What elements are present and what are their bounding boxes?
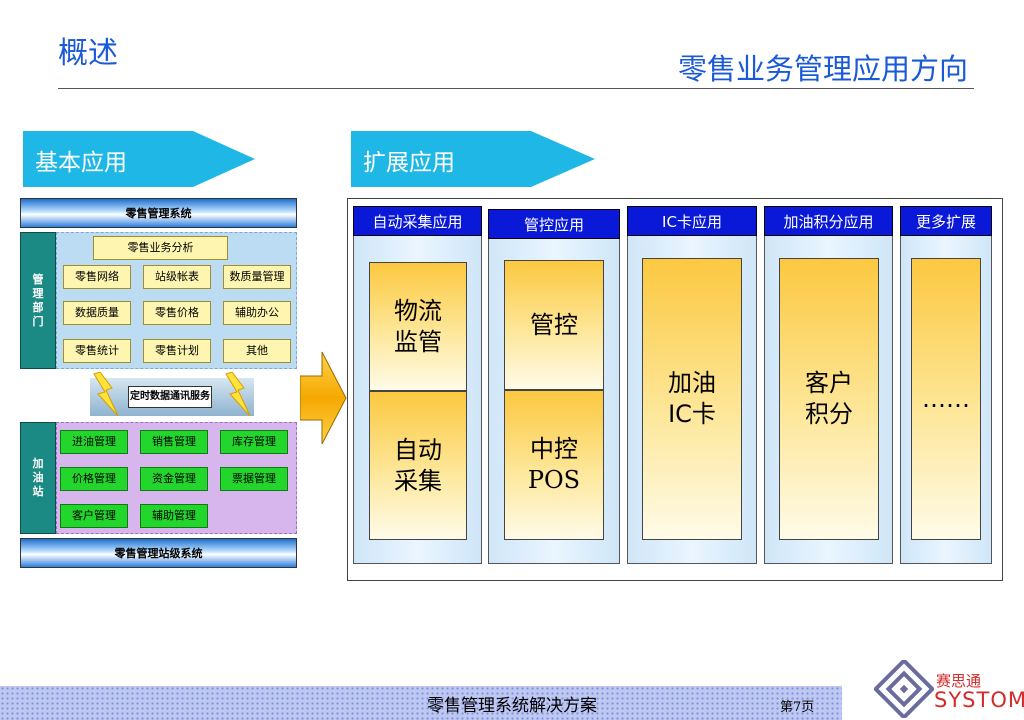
logo-name-en: SYSTOM — [934, 688, 1024, 712]
station-label: 加 油 站 — [32, 457, 44, 498]
station-item: 票据管理 — [220, 467, 288, 491]
mgmt-item: 零售网络 — [63, 265, 131, 289]
mgmt-item: 数质量管理 — [223, 265, 291, 289]
app-column-header: IC卡应用 — [627, 206, 757, 236]
banner-basic-label: 基本应用 — [35, 150, 127, 176]
comm-service-box: 定时数据通讯服务 — [128, 386, 212, 408]
banner-basic: 基本应用 — [23, 131, 258, 187]
app-cell: 客户 积分 — [779, 258, 879, 540]
station-system-bar: 零售管理站级系统 — [20, 538, 297, 568]
app-column-header: 加油积分应用 — [764, 206, 893, 236]
retail-mgmt-system-bar: 零售管理系统 — [20, 198, 297, 228]
app-cell: 管控 — [504, 260, 604, 390]
app-cell: …… — [911, 258, 981, 540]
station-item: 进油管理 — [60, 430, 128, 454]
page-number: 第7页 — [780, 700, 815, 715]
systom-logo-icon — [874, 660, 934, 718]
app-cell: 物流 监管 — [369, 262, 467, 391]
station-item: 销售管理 — [140, 430, 208, 454]
mgmt-dept-tag: 管 理 部 门 — [20, 232, 56, 369]
slide-subtitle: 零售业务管理应用方向 — [677, 52, 968, 86]
mgmt-item: 其他 — [223, 339, 291, 363]
app-column-header: 自动采集应用 — [353, 206, 482, 236]
app-cell: 加油 IC卡 — [642, 258, 742, 540]
mgmt-item: 零售计划 — [143, 339, 211, 363]
app-cell: 中控 POS — [504, 390, 604, 540]
app-column-header: 更多扩展 — [900, 206, 992, 236]
banner-extended: 扩展应用 — [351, 131, 597, 187]
footer-title: 零售管理系统解决方案 — [427, 696, 597, 716]
station-item: 辅助管理 — [140, 504, 208, 528]
logo-area — [842, 652, 1024, 720]
app-column-header: 管控应用 — [488, 209, 620, 239]
mgmt-dept-label: 管 理 部 门 — [32, 272, 44, 328]
station-tag: 加 油 站 — [20, 422, 56, 534]
mgmt-item: 数据质量 — [63, 301, 131, 325]
banner-basic-arrow — [23, 131, 255, 187]
banner-extended-arrow — [351, 131, 595, 187]
banner-extended-label: 扩展应用 — [363, 150, 455, 176]
mgmt-item: 辅助办公 — [223, 301, 291, 325]
mgmt-item: 站级帐表 — [143, 265, 211, 289]
station-item: 客户管理 — [60, 504, 128, 528]
logo-name-cn: 赛思通 — [936, 672, 982, 690]
title-divider — [58, 88, 974, 89]
app-cell: 自动 采集 — [369, 391, 467, 540]
station-item: 库存管理 — [220, 430, 288, 454]
flow-arrow-icon — [300, 351, 347, 445]
mgmt-item: 零售统计 — [63, 339, 131, 363]
retail-analysis-box: 零售业务分析 — [93, 236, 228, 260]
lightning-left-icon — [93, 372, 119, 416]
slide-title: 概述 — [58, 36, 118, 71]
station-item: 价格管理 — [60, 467, 128, 491]
lightning-right-icon — [225, 372, 251, 416]
mgmt-item: 零售价格 — [143, 301, 211, 325]
station-item: 资金管理 — [140, 467, 208, 491]
